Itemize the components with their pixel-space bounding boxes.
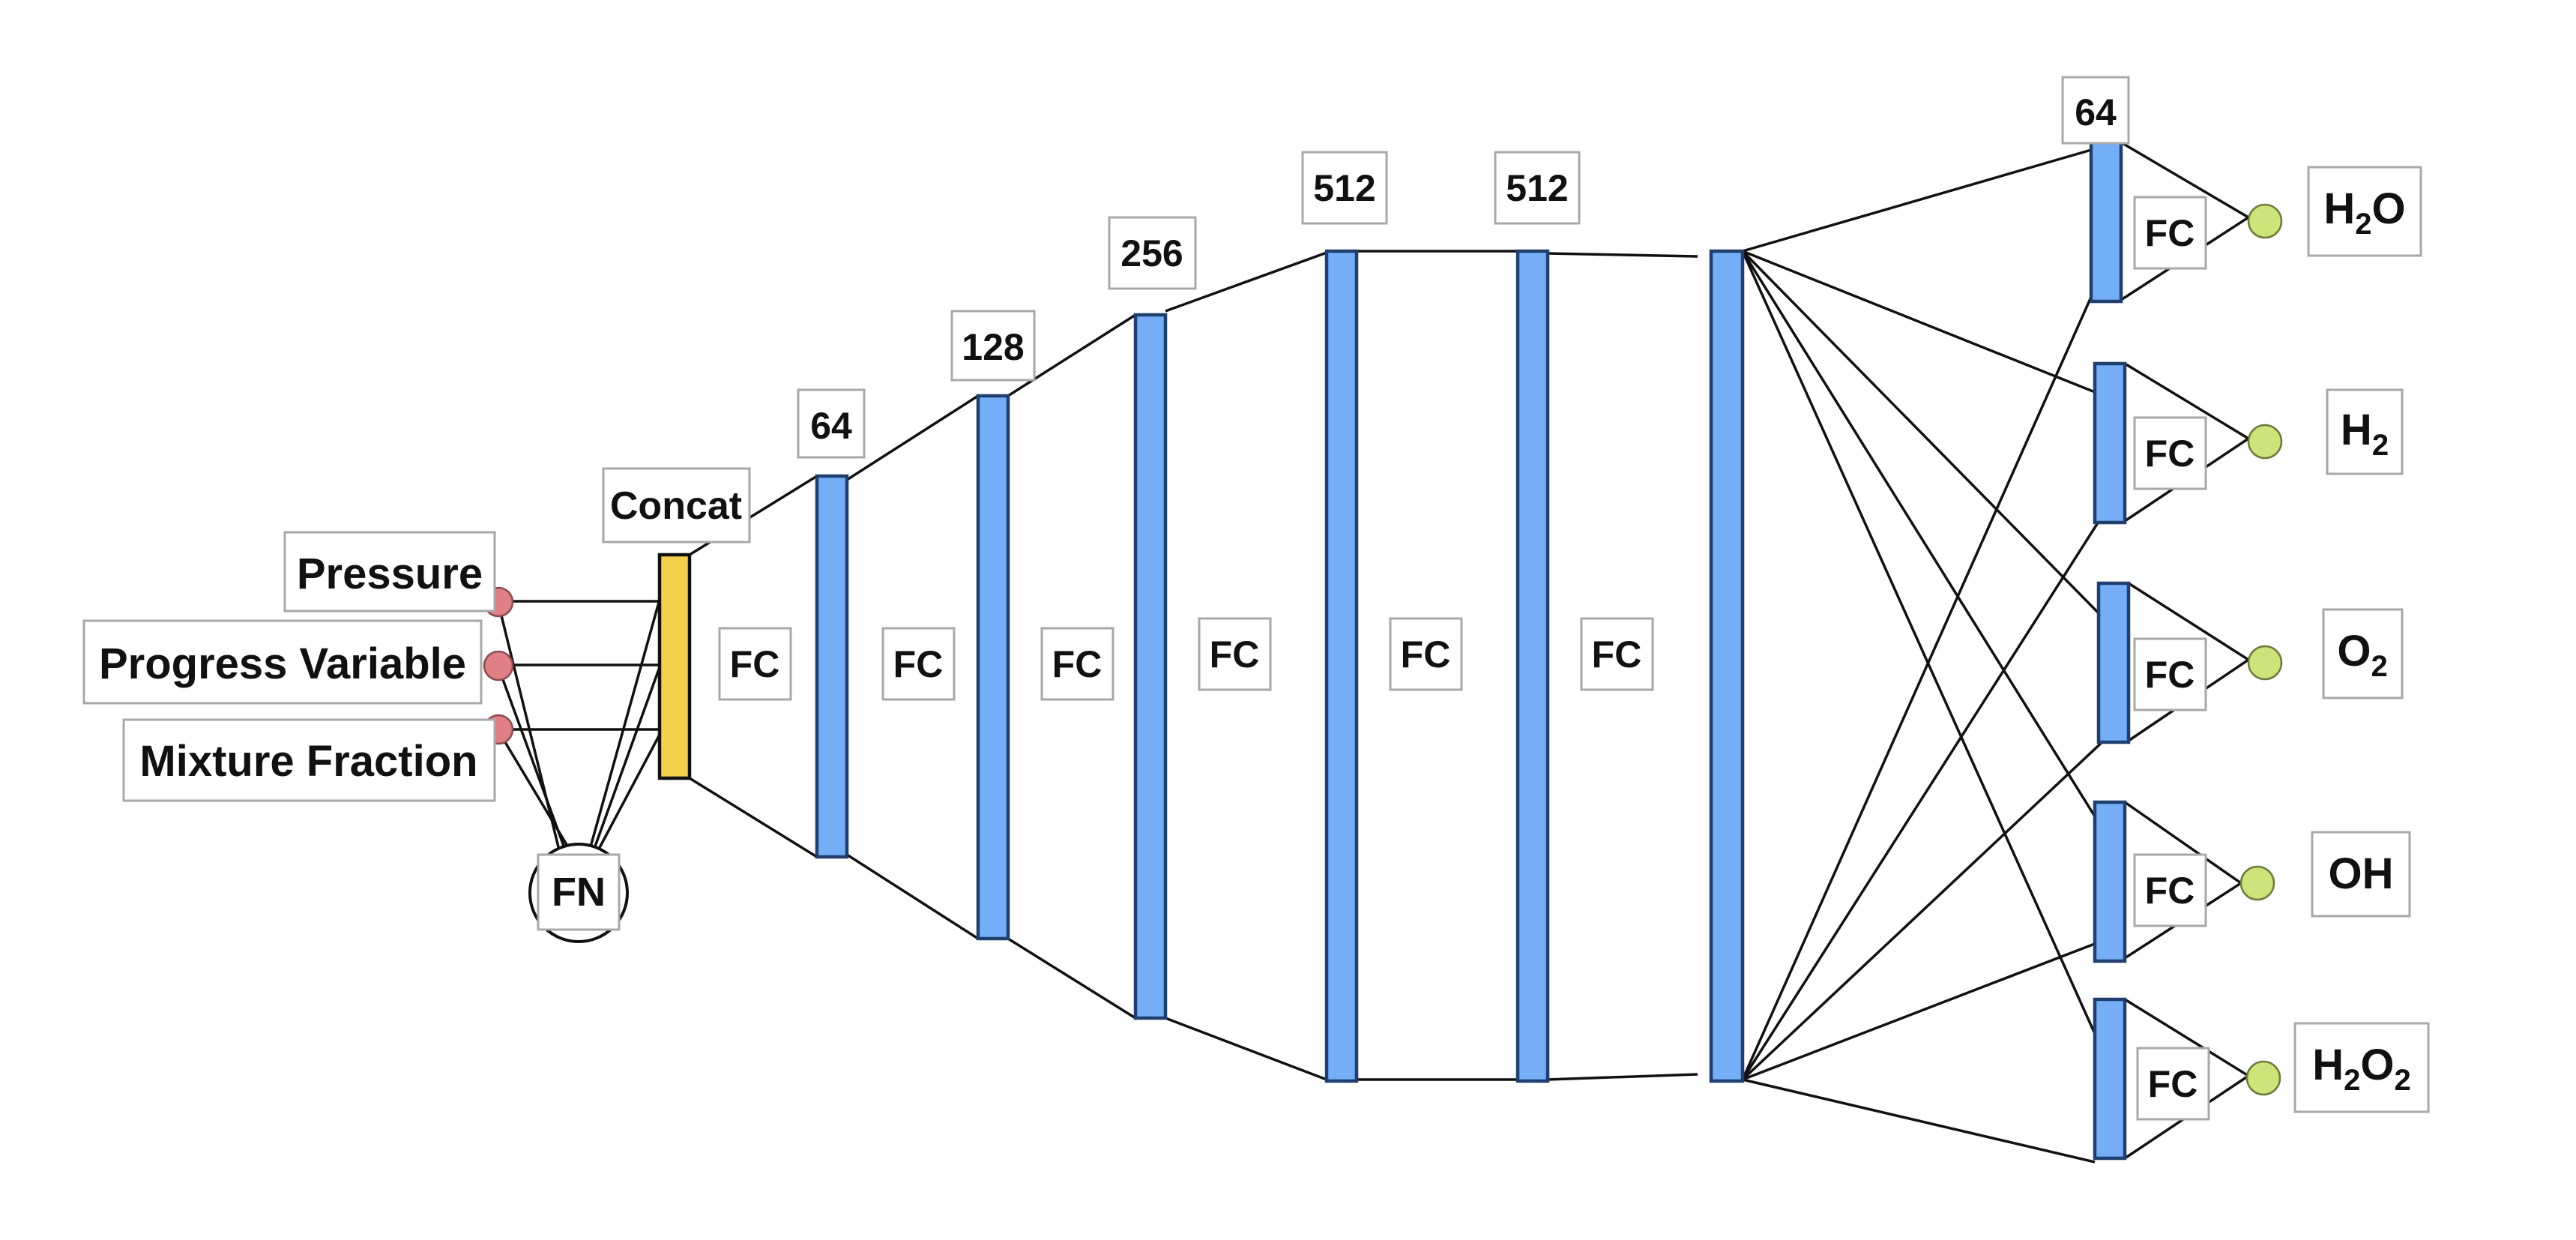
svg-text:FC: FC [730,643,780,685]
svg-text:FC: FC [1052,643,1103,685]
head-layer-h2o2 [2093,997,2127,1161]
svg-text:Concat: Concat [610,484,742,528]
svg-text:FC: FC [1592,633,1642,675]
head-layer-o2 [2096,581,2131,744]
svg-text:O2: O2 [2337,627,2387,683]
fc-label-5: FC [1389,617,1463,691]
output-node-o2 [2247,645,2283,681]
svg-text:FC: FC [893,643,944,685]
size-label-heads-64: 64 [2061,76,2130,145]
fc-layer-512-a [1324,249,1359,1083]
svg-text:FC: FC [1401,633,1451,675]
output-label-h2o2: H2O2 [2293,1022,2430,1113]
fn-node: FN [528,843,629,943]
fn-label: FN [552,870,606,915]
output-node-h2o2 [2245,1060,2281,1096]
fc-layer-512-b [1515,249,1550,1083]
output-label-oh: OH [2311,831,2411,918]
size-label-512-a: 512 [1301,151,1388,225]
input-label-progress-variable: Progress Variable [82,619,483,705]
output-label-h2o: H2O [2307,166,2422,257]
svg-text:64: 64 [2075,91,2117,133]
svg-text:FC: FC [2145,654,2195,696]
svg-text:FC: FC [2145,433,2195,475]
fc-label-head-o2: FC [2133,637,2207,711]
layers [657,140,2131,1161]
fc-label-3: FC [1040,627,1114,701]
output-node-h2 [2247,424,2283,460]
head-layer-oh [2093,800,2127,963]
concat-label: Concat [602,467,751,544]
fc-label-2: FC [881,627,956,701]
svg-text:512: 512 [1313,167,1375,209]
svg-text:Progress Variable: Progress Variable [99,639,466,688]
size-label-64: 64 [797,388,866,459]
fc-label-4: FC [1198,617,1272,691]
fc-label-1: FC [718,627,792,701]
output-node-oh [2239,865,2275,901]
concat-layer [657,553,692,780]
fc-label-head-h2o2: FC [2136,1047,2210,1121]
size-label-128: 128 [950,310,1036,382]
input-node-progress-variable [483,650,514,681]
svg-text:H2O2: H2O2 [2312,1041,2411,1097]
svg-text:FC: FC [2145,870,2195,912]
fc-layer-256 [1133,313,1168,1020]
fc-label-head-h2o: FC [2133,196,2207,270]
svg-text:OH: OH [2329,849,2394,898]
fc-label-head-oh: FC [2133,853,2207,927]
svg-text:H2O: H2O [2323,184,2405,241]
svg-text:FC: FC [1210,633,1260,675]
svg-text:FC: FC [2148,1063,2198,1105]
output-label-h2: H2 [2326,388,2404,475]
fc-label-head-h2: FC [2133,416,2207,490]
fc-layer-128 [976,394,1010,941]
svg-text:256: 256 [1120,232,1183,274]
head-layer-h2o [2089,140,2123,304]
connections [497,141,2251,1164]
size-label-512-b: 512 [1494,151,1581,225]
svg-text:128: 128 [962,326,1024,368]
input-label-mixture-fraction: Mixture Fraction [122,718,496,802]
fc-layer-64 [815,474,849,859]
input-label-pressure: Pressure [283,531,496,613]
svg-text:512: 512 [1506,167,1568,209]
output-node-h2o [2247,203,2283,239]
fc-layer-shared-final [1709,249,1745,1083]
output-label-o2: O2 [2322,608,2404,699]
fc-label-6: FC [1580,617,1654,691]
svg-text:64: 64 [810,405,852,447]
svg-text:Mixture Fraction: Mixture Fraction [139,737,477,786]
svg-text:H2: H2 [2341,406,2389,462]
size-label-256: 256 [1108,216,1197,290]
svg-text:Pressure: Pressure [297,550,483,598]
svg-text:FC: FC [2145,212,2195,254]
output-nodes [2239,203,2283,1096]
head-layer-h2 [2093,361,2127,525]
